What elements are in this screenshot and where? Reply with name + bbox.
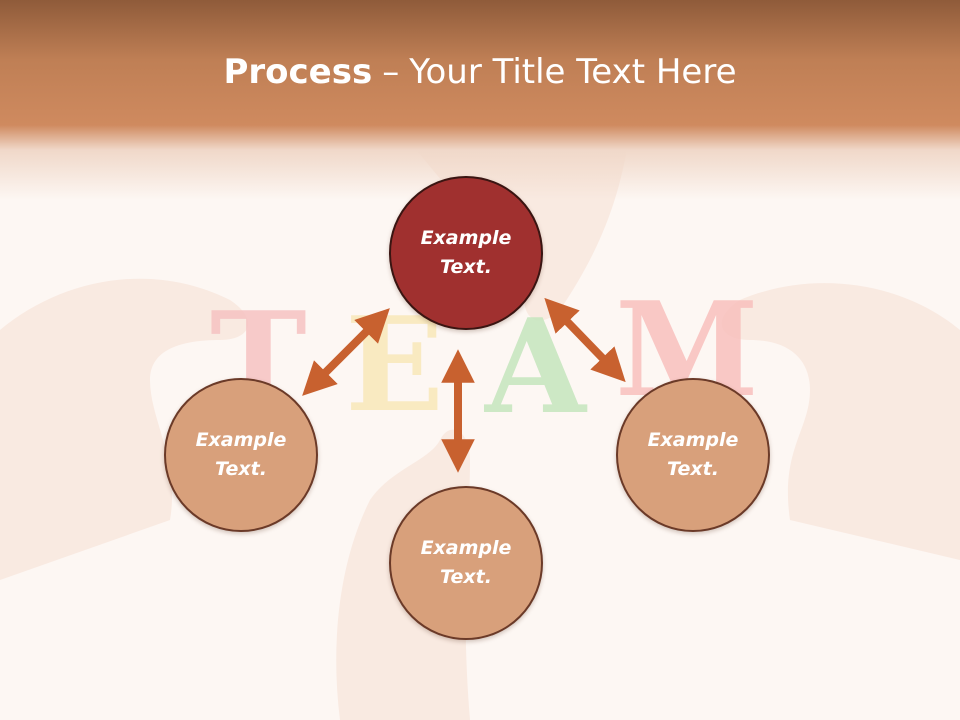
title-banner [0, 0, 960, 200]
title-separator: – [382, 52, 400, 92]
title-text: Your Title Text Here [409, 52, 737, 92]
circle-right[interactable]: Example Text. [616, 378, 770, 532]
circle-left[interactable]: Example Text. [164, 378, 318, 532]
arrow-top-left [302, 308, 390, 396]
slide-title: Process–Your Title Text Here [0, 52, 960, 92]
circle-top[interactable]: Example Text. [389, 176, 543, 330]
circle-bottom[interactable]: Example Text. [389, 486, 543, 640]
title-bold: Process [223, 52, 373, 92]
arrow-top-right [544, 297, 626, 383]
